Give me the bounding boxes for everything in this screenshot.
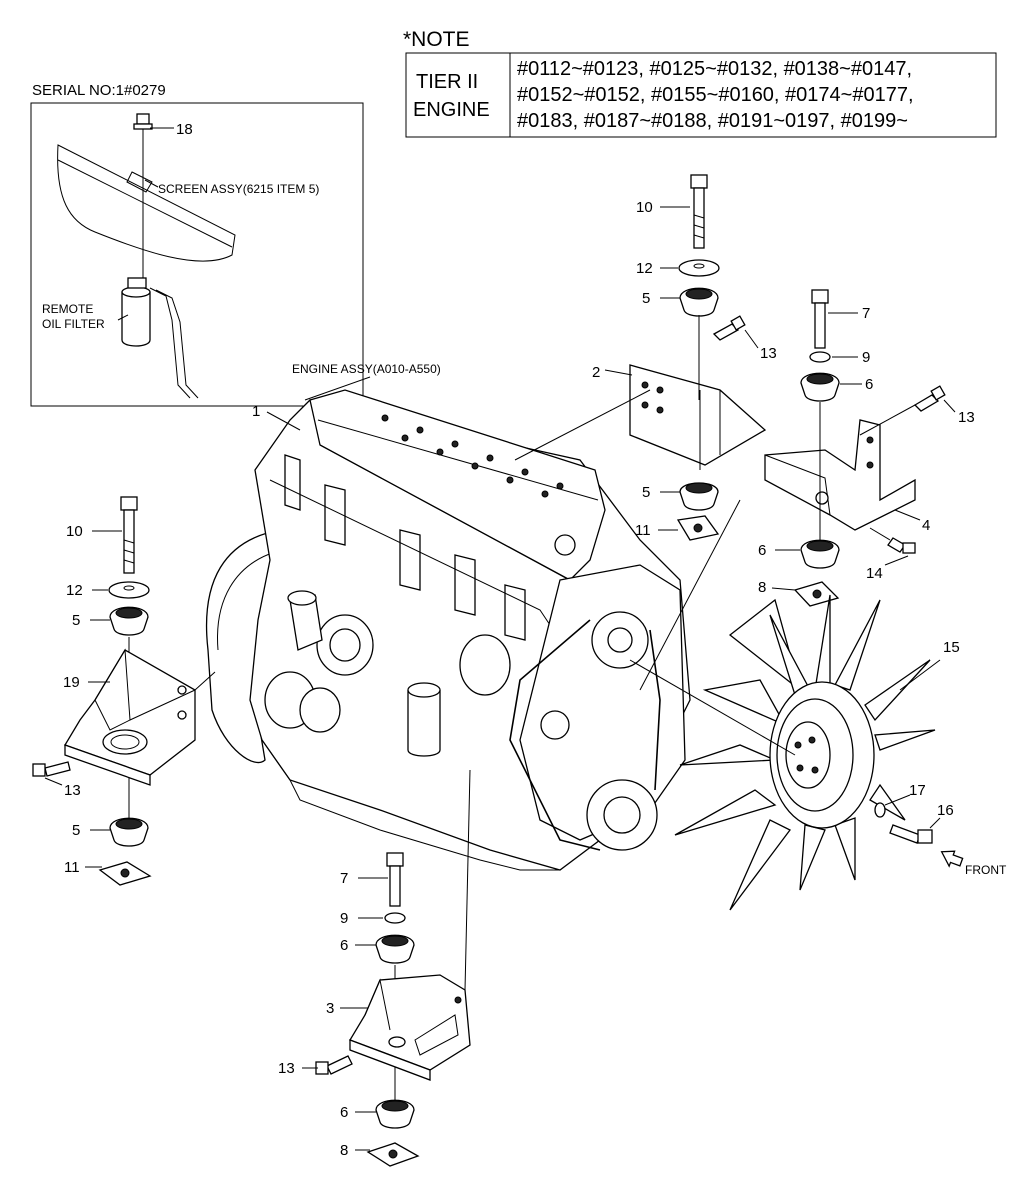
mount-5-left-bottom (109, 817, 149, 847)
engine-block (205, 389, 691, 871)
bolt-13-left (32, 761, 71, 777)
inset-serial-label: SERIAL NO:1#0279 (32, 82, 166, 99)
engine-assy-label: ENGINE ASSY(A010-A550) (292, 362, 441, 376)
mount-6-bottom-top (375, 934, 415, 964)
note-serial-line-1: #0112~#0123, #0125~#0132, #0138~#0147, (517, 58, 912, 80)
washer-9-bottom (384, 912, 406, 924)
cooling-fan (674, 594, 936, 911)
callout-8-right: 8 (758, 579, 766, 596)
mount-6-right-bottom (800, 539, 840, 569)
note-engine-label-1: TIER II (416, 71, 478, 93)
inset-box (30, 102, 364, 407)
bolt-16 (889, 824, 933, 844)
callout-11-top: 11 (635, 522, 651, 539)
valve-cover-holes (381, 414, 564, 498)
callout-5-top: 5 (642, 290, 650, 307)
inset-remote-label-1: REMOTE (42, 302, 93, 316)
callout-11-left: 11 (64, 859, 80, 876)
mount-bracket-19 (64, 648, 196, 786)
washer-17 (874, 802, 886, 818)
mount-5-left-top (109, 606, 149, 636)
callout-13-bottom: 13 (278, 1060, 295, 1077)
front-arrow-icon (940, 850, 964, 868)
callout-2: 2 (592, 364, 600, 381)
callout-9-bottom: 9 (340, 910, 348, 927)
callout-5-mid: 5 (642, 484, 650, 501)
callout-12-left: 12 (66, 582, 83, 599)
bolt-10-left (120, 496, 138, 574)
callout-13-left: 13 (64, 782, 81, 799)
callout-7-bottom: 7 (340, 870, 348, 887)
bolt-13-bottom (315, 1055, 353, 1075)
callout-12-top: 12 (636, 260, 653, 277)
callout-1: 1 (252, 403, 260, 420)
callout-14: 14 (866, 565, 883, 582)
note-title: *NOTE (403, 28, 470, 51)
mount-bracket-4 (764, 419, 916, 531)
mount-bracket-3 (349, 974, 471, 1081)
callout-10-left: 10 (66, 523, 83, 540)
front-label: FRONT (965, 863, 1007, 877)
mount-6-right-top (800, 372, 840, 402)
mount-5-top (679, 287, 719, 317)
callout-6-right-bottom: 6 (758, 542, 766, 559)
callout-13-right: 13 (958, 409, 975, 426)
bolt-13-b2 (712, 315, 746, 341)
mount-bracket-2 (629, 364, 767, 466)
bolt-7-bottom (386, 852, 404, 907)
callout-19: 19 (63, 674, 80, 691)
callout-10-top: 10 (636, 199, 653, 216)
callout-9-right: 9 (862, 349, 870, 366)
callout-6-bottom-top: 6 (340, 937, 348, 954)
callout-8-bottom: 8 (340, 1142, 348, 1159)
callout-3: 3 (326, 1000, 334, 1017)
bolt-13-right (913, 385, 946, 412)
callout-17: 17 (909, 782, 926, 799)
callout-18: 18 (176, 121, 193, 138)
callout-5-left-bottom: 5 (72, 822, 80, 839)
note-table (405, 52, 997, 138)
callout-4: 4 (922, 517, 930, 534)
washer-9-right (809, 351, 831, 363)
note-serial-line-2: #0152~#0152, #0155~#0160, #0174~#0177, (517, 84, 914, 106)
callout-6-bottom-bottom: 6 (340, 1104, 348, 1121)
callout-6-right-top: 6 (865, 376, 873, 393)
note-engine-label-2: ENGINE (413, 99, 490, 121)
bolt-14 (887, 537, 916, 554)
mount-5-mid (679, 482, 719, 511)
inset-remote-label-2: OIL FILTER (42, 317, 105, 331)
callout-16: 16 (937, 802, 954, 819)
inset-screen-assy-label: SCREEN ASSY(6215 ITEM 5) (158, 182, 319, 196)
callout-5-left-top: 5 (72, 612, 80, 629)
callout-15: 15 (943, 639, 960, 656)
bolt-10-top (690, 174, 708, 249)
note-serial-line-3: #0183, #0187~#0188, #0191~0197, #0199~ (517, 110, 908, 132)
callout-13-b2: 13 (760, 345, 777, 362)
callout-7-right: 7 (862, 305, 870, 322)
bolt-7-right (811, 289, 829, 349)
mount-6-bottom-bottom (375, 1099, 415, 1129)
